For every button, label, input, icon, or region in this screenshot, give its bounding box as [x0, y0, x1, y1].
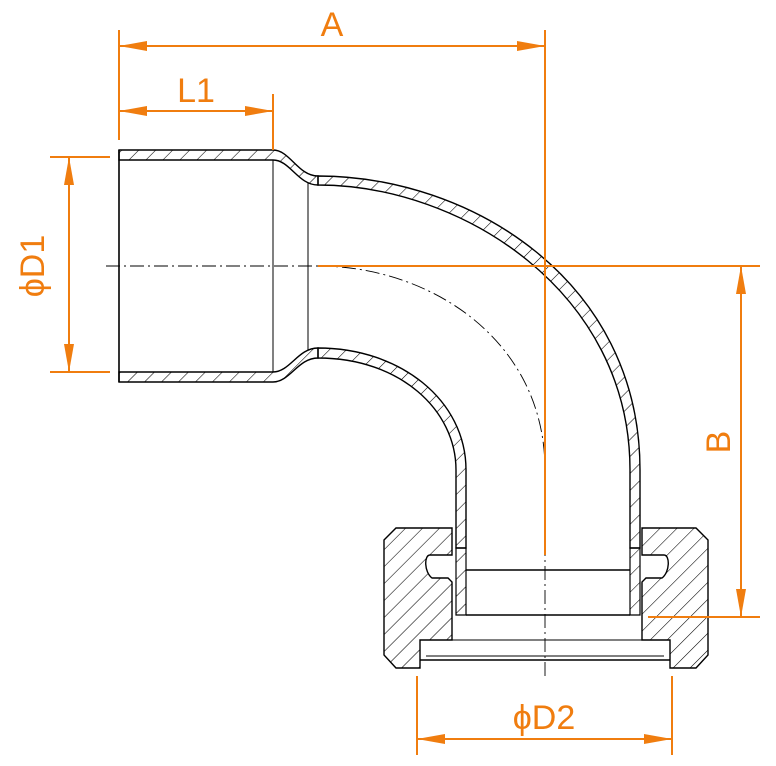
arrow-d2-right [644, 734, 672, 744]
arrow-d1-bottom [64, 344, 74, 372]
label-a: A [321, 6, 344, 44]
dimension-a: A [118, 6, 546, 555]
nut-section-right [641, 527, 709, 669]
elbow-body [118, 149, 641, 616]
label-b: B [700, 431, 738, 454]
arrow-a-right [517, 41, 545, 51]
dimension-l1: L1 [119, 72, 274, 150]
arrow-l1-right [245, 106, 273, 116]
dimension-b: B [318, 265, 760, 618]
socket-wall-top [118, 149, 319, 186]
dimension-d2: ϕD2 [416, 676, 673, 755]
arrow-b-bottom [736, 589, 746, 617]
center-lines [106, 265, 546, 678]
union-nut [383, 527, 709, 669]
arrow-b-top [736, 266, 746, 294]
arrow-l1-left [119, 106, 147, 116]
spigot-sleeve-right [629, 547, 641, 616]
socket-wall-bottom [118, 347, 319, 383]
arrow-d2-left [417, 734, 445, 744]
arrow-d1-top [64, 157, 74, 185]
label-l1: L1 [177, 72, 215, 110]
dimension-d1: ϕD1 [14, 156, 110, 373]
label-d1: ϕD1 [14, 235, 52, 298]
spigot-sleeve-left [455, 547, 467, 616]
label-d2: ϕD2 [513, 699, 576, 737]
arrow-a-left [119, 41, 147, 51]
bend-center-arc [317, 265, 546, 471]
nut-section-left [383, 527, 453, 669]
inner-bend-wall [317, 347, 467, 549]
